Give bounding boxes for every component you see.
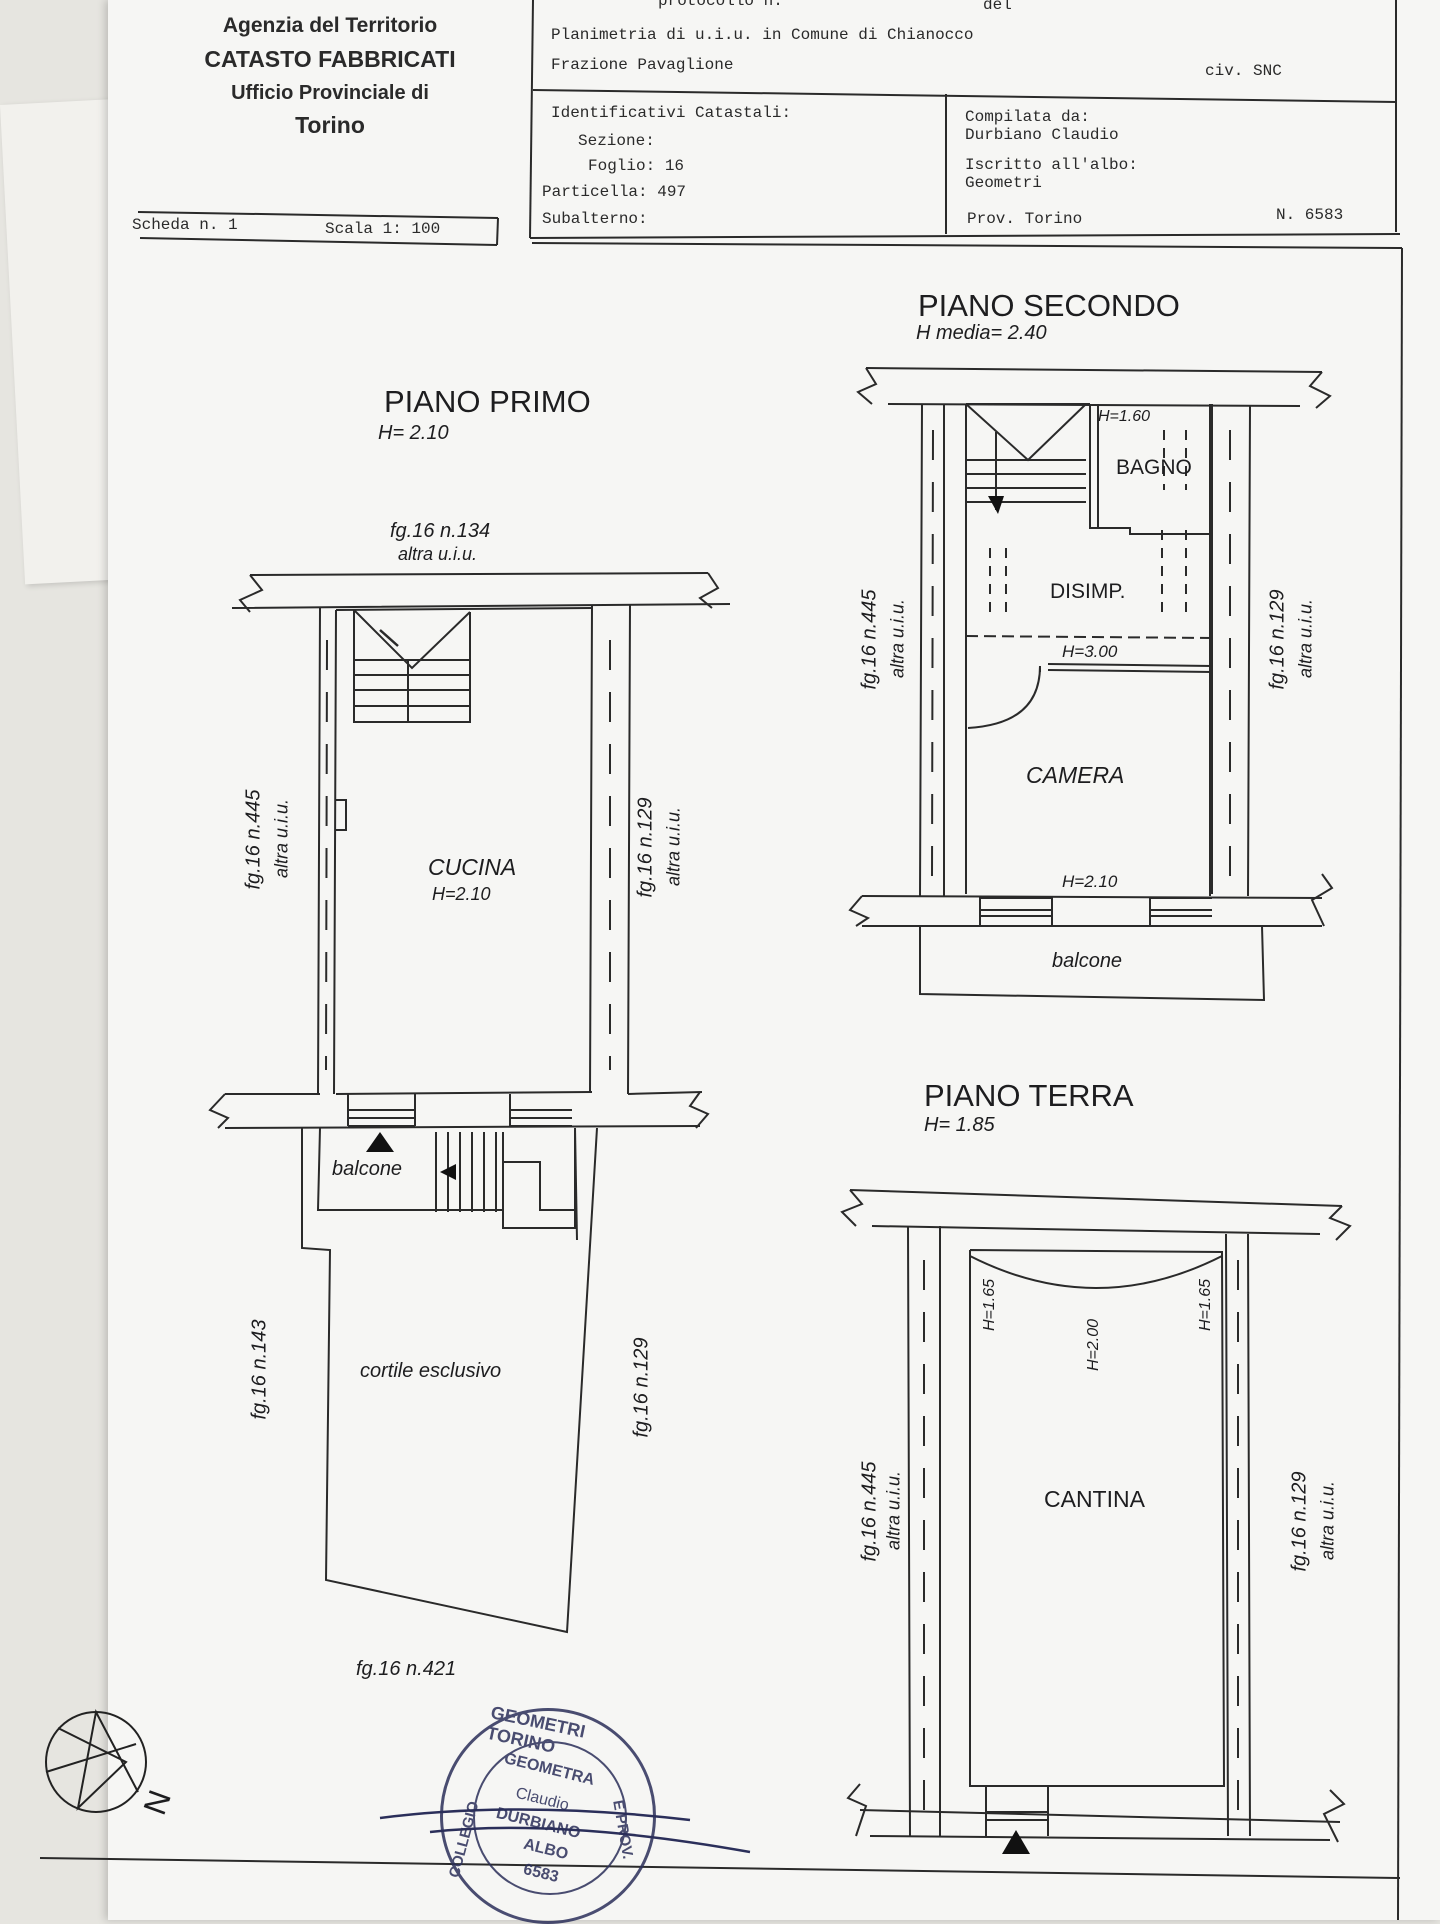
room-cantina: CANTINA <box>1044 1486 1145 1512</box>
piano-secondo-east-sub: altra u.i.u. <box>1295 598 1316 679</box>
piano-secondo-west-parcel: fg.16 n.445 <box>858 589 881 690</box>
iscritto-label: Iscritto all'albo: <box>965 156 1138 174</box>
piano-primo-height: H= 2.10 <box>378 422 449 444</box>
geometra-stamp: GEOMETRI TORINO COLLEGIO E PROV. GEOMETR… <box>440 1702 656 1924</box>
camera-height: H=2.10 <box>1062 872 1118 891</box>
piano-primo-east-sub: altra u.i.u. <box>663 806 684 887</box>
room-camera: CAMERA <box>1026 762 1125 788</box>
north-arrow-icon <box>45 1708 147 1813</box>
frazione: Frazione Pavaglione <box>551 56 734 74</box>
piano-terra-west-sub: altra u.i.u. <box>883 1470 904 1551</box>
sezione: Sezione: <box>578 132 655 150</box>
cortile-esclusivo: cortile esclusivo <box>360 1360 502 1382</box>
compilata-nome: Durbiano Claudio <box>965 126 1119 144</box>
room-disimpegno: DISIMP. <box>1050 580 1126 603</box>
piano-primo-north-parcel: fg.16 n.134 <box>390 520 491 542</box>
protocol-fragment: protocollo n. <box>658 0 783 10</box>
ident-label: Identificativi Catastali: <box>551 104 792 122</box>
piano-terra-title: PIANO TERRA <box>924 1078 1134 1113</box>
piano-terra-height: H= 1.85 <box>924 1114 995 1136</box>
agency-department: CATASTO FABBRICATI <box>204 46 456 72</box>
compilata-label: Compilata da: <box>965 108 1090 126</box>
iscritto-valore: Geometri <box>965 174 1042 192</box>
agency-city: Torino <box>295 112 365 138</box>
room-cucina-height: H=2.10 <box>432 884 491 904</box>
piano-primo-east-parcel: fg.16 n.129 <box>634 797 657 898</box>
piano-terra-west-parcel: fg.16 n.445 <box>858 1461 881 1562</box>
del-label: del <box>983 0 1012 14</box>
piano-terra-east-parcel: fg.16 n.129 <box>1288 1471 1311 1572</box>
agency-name: Agenzia del Territorio <box>222 14 438 37</box>
civico: civ. SNC <box>1205 62 1282 80</box>
piano-secondo-title: PIANO SECONDO <box>918 288 1180 323</box>
piano-primo-balcone: balcone <box>332 1158 403 1180</box>
document-sheet <box>108 0 1440 1920</box>
piano-primo-west-sub: altra u.i.u. <box>271 798 292 879</box>
provincia: Prov. Torino <box>967 210 1083 228</box>
cortile-south-parcel: fg.16 n.421 <box>356 1658 457 1680</box>
piano-terra-east-sub: altra u.i.u. <box>1317 1480 1338 1561</box>
bagno-height: H=1.60 <box>1098 408 1151 425</box>
piano-secondo-west-sub: altra u.i.u. <box>887 598 908 679</box>
cantina-height-left: H=1.65 <box>981 1278 998 1332</box>
subalterno: Subalterno: <box>542 210 648 228</box>
room-bagno: BAGNO <box>1116 456 1192 479</box>
room-cucina: CUCINA <box>428 854 517 880</box>
agency-office: Ufficio Provinciale di <box>231 82 429 104</box>
cortile-east-parcel: fg.16 n.129 <box>630 1337 653 1438</box>
piano-primo-title: PIANO PRIMO <box>384 384 591 419</box>
piano-primo-west-parcel: fg.16 n.445 <box>242 789 265 890</box>
cantina-height-center: H=2.00 <box>1085 1318 1102 1372</box>
scheda-numero: Scheda n. 1 <box>132 216 238 234</box>
piano-primo-north-sub: altra u.i.u. <box>398 544 478 564</box>
piano-secondo-east-parcel: fg.16 n.129 <box>1266 589 1289 690</box>
plan-title: Planimetria di u.i.u. in Comune di Chian… <box>551 26 974 44</box>
cortile-west-parcel: fg.16 n.143 <box>248 1319 271 1420</box>
scala: Scala 1: 100 <box>325 220 441 238</box>
piano-secondo-balcone: balcone <box>1052 950 1123 972</box>
piano-secondo-height: H media= 2.40 <box>916 322 1047 344</box>
particella: Particella: 497 <box>542 183 687 201</box>
disimpegno-height: H=3.00 <box>1062 642 1118 661</box>
foglio: Foglio: 16 <box>588 157 685 175</box>
cantina-height-right: H=1.65 <box>1197 1278 1214 1332</box>
iscrizione-numero: N. 6583 <box>1276 206 1344 224</box>
